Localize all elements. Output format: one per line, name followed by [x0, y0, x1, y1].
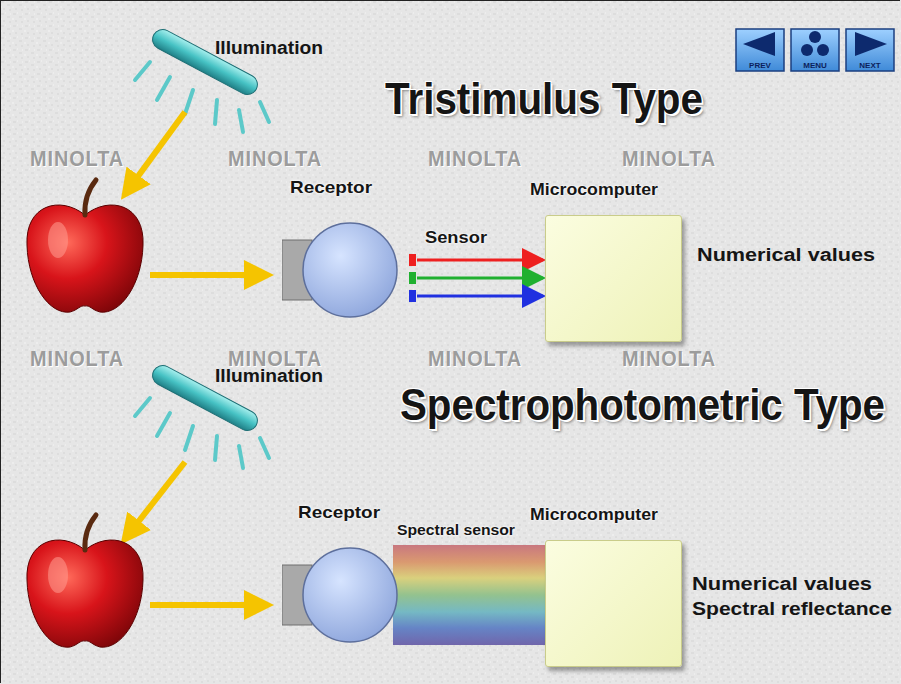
button-label: MENU: [790, 61, 840, 70]
receptor-label: Receptor: [290, 178, 372, 198]
receptor: Receptor: [282, 503, 400, 645]
receptor-label: Receptor: [298, 503, 380, 523]
watermark-text: MINOLTA: [30, 346, 124, 372]
watermark-text: MINOLTA: [622, 346, 716, 372]
watermark-text: MINOLTA: [228, 346, 322, 372]
label-text: Illumination: [215, 38, 323, 59]
label-text: Numerical values: [692, 574, 872, 595]
text-label: Spectral reflectance: [692, 599, 863, 620]
text-label: Numerical values: [697, 245, 845, 266]
receptor-shape: [282, 503, 400, 645]
microcomputer-label: Microcomputer: [530, 505, 658, 525]
button-label: NEXT: [845, 61, 895, 70]
microcomputer: Microcomputer: [520, 180, 690, 342]
button-label: PREV: [735, 61, 785, 70]
microcomputer: Microcomputer: [520, 505, 690, 667]
connector-label: Sensor: [425, 228, 483, 248]
nav-button: MENU: [790, 28, 840, 72]
watermark: MINOLTA: [428, 146, 532, 172]
watermark: MINOLTA: [428, 346, 532, 372]
microcomputer-label: Microcomputer: [530, 180, 658, 200]
watermark-text: MINOLTA: [30, 146, 124, 172]
section-title: Tristimulus Type: [385, 74, 731, 124]
watermark: MINOLTA: [30, 146, 134, 172]
watermark-text: MINOLTA: [428, 346, 522, 372]
watermark: MINOLTA: [30, 346, 134, 372]
connector-label: Spectral sensor: [397, 521, 502, 539]
watermark: MINOLTA: [622, 146, 726, 172]
label-text: Numerical values: [697, 245, 875, 266]
watermark: MINOLTA: [228, 346, 332, 372]
watermark: MINOLTA: [228, 146, 332, 172]
receptor-shape: [282, 178, 400, 320]
receptor: Receptor: [282, 178, 400, 320]
section-title: Spectrophotometric Type: [400, 380, 901, 430]
section-title-text: Spectrophotometric Type: [400, 380, 885, 430]
watermark: MINOLTA: [622, 346, 726, 372]
section-title-text: Tristimulus Type: [385, 74, 703, 124]
spectral-band: [393, 545, 545, 645]
text-label: Illumination: [215, 38, 316, 59]
connector-label-text: Spectral sensor: [397, 522, 515, 538]
connector-label-text: Sensor: [425, 228, 487, 248]
label-text: Spectral reflectance: [692, 599, 892, 620]
nav-button: PREV: [735, 28, 785, 72]
watermark-text: MINOLTA: [428, 146, 522, 172]
sensor-arrows: [409, 254, 543, 302]
microcomputer-box: [545, 540, 682, 667]
nav-button: NEXT: [845, 28, 895, 72]
microcomputer-box: [545, 215, 682, 342]
text-label: Numerical values: [692, 574, 840, 595]
watermark-text: MINOLTA: [228, 146, 322, 172]
watermark-text: MINOLTA: [622, 146, 716, 172]
